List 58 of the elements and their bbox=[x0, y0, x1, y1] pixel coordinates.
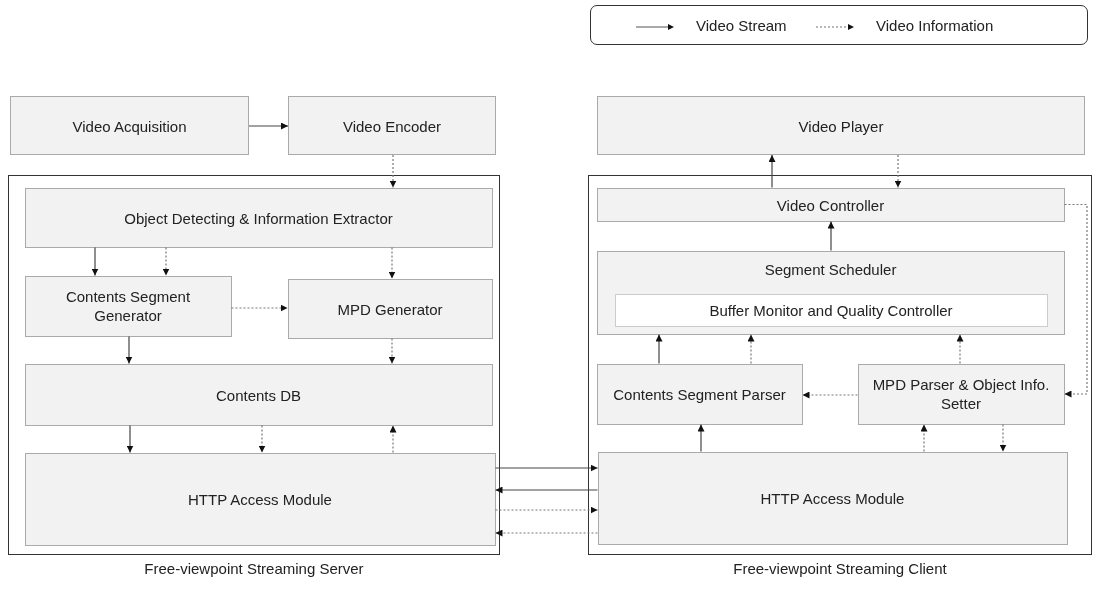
box-label: Video Encoder bbox=[342, 116, 442, 135]
arrow bbox=[258, 424, 266, 454]
arrow bbox=[956, 333, 964, 365]
box-label: Contents DB bbox=[215, 385, 301, 404]
box-label: Buffer Monitor and Quality Controller bbox=[709, 300, 953, 320]
process-box bbox=[857, 363, 1065, 425]
arrow bbox=[389, 154, 397, 189]
arrow bbox=[91, 246, 99, 277]
arrow bbox=[494, 506, 599, 514]
box-label: HTTP Access Module bbox=[188, 489, 332, 509]
process-box bbox=[596, 363, 803, 425]
process-box bbox=[288, 96, 496, 155]
process-box bbox=[24, 452, 496, 546]
arrow bbox=[1063, 203, 1088, 398]
arrow bbox=[747, 333, 755, 365]
arrow bbox=[801, 391, 859, 399]
arrow bbox=[697, 423, 705, 453]
arrow bbox=[494, 529, 599, 537]
box-label: Object Detecting & Information Extractor bbox=[124, 208, 393, 227]
arrow bbox=[827, 220, 835, 252]
box-label: Video Controller bbox=[776, 195, 885, 214]
arrow bbox=[768, 154, 776, 189]
arrow bbox=[920, 423, 928, 453]
box-label: Video Acquisition bbox=[72, 116, 187, 135]
box-label: Video Player bbox=[798, 116, 884, 135]
arrow bbox=[125, 335, 133, 365]
process-box bbox=[24, 275, 232, 337]
arrow bbox=[389, 424, 397, 454]
arrow bbox=[388, 337, 396, 365]
frame-caption: Free-viewpoint Streaming Client bbox=[733, 560, 947, 577]
legend-label: Video Information bbox=[876, 17, 994, 34]
box-heading: Segment Scheduler bbox=[764, 259, 897, 279]
process-box bbox=[10, 96, 249, 155]
arrow bbox=[388, 246, 396, 280]
process-box bbox=[597, 451, 1068, 545]
arrow bbox=[655, 333, 663, 365]
process-box bbox=[24, 187, 493, 248]
arrow bbox=[999, 423, 1007, 453]
process-box bbox=[596, 250, 1065, 335]
arrow bbox=[248, 122, 289, 130]
arrow bbox=[894, 154, 902, 189]
frame-caption: Free-viewpoint Streaming Server bbox=[144, 560, 364, 577]
arrow bbox=[126, 424, 134, 454]
arrow bbox=[494, 464, 599, 472]
box-label: Contents Segment Generator bbox=[64, 287, 192, 325]
process-box bbox=[287, 278, 493, 339]
process-box bbox=[597, 96, 1085, 155]
legend-label: Video Stream bbox=[696, 17, 787, 34]
process-box bbox=[614, 293, 1048, 327]
box-label: Contents Segment Parser bbox=[613, 384, 786, 404]
box-label: MPD Parser & Object Info. Setter bbox=[871, 375, 1051, 413]
box-label: MPD Generator bbox=[337, 299, 443, 318]
process-box bbox=[596, 187, 1065, 222]
box-label: HTTP Access Module bbox=[760, 488, 905, 508]
arrow bbox=[494, 486, 599, 494]
arrow bbox=[230, 304, 289, 312]
arrow bbox=[162, 246, 170, 277]
process-box bbox=[24, 363, 493, 426]
